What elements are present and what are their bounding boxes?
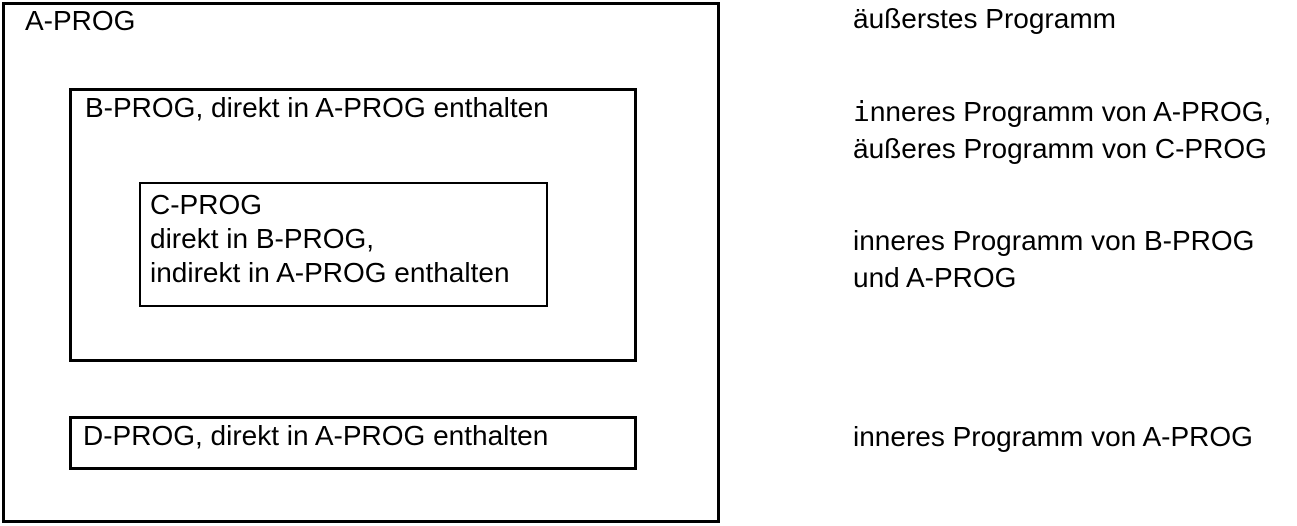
c-prog-label-line-2: direkt in B-PROG, xyxy=(150,223,375,254)
c-prog-box: C-PROG direkt in B-PROG, indirekt in A-P… xyxy=(139,182,548,307)
c-prog-label-line-1: C-PROG xyxy=(150,189,262,220)
annotation-c-prog-line-2: und A-PROG xyxy=(853,262,1017,293)
annotation-d-prog-line-1: inneres Programm von A-PROG xyxy=(853,421,1253,452)
annotation-b-prog-line-2: äußeres Programm von C-PROG xyxy=(853,133,1267,164)
b-prog-box: B-PROG, direkt in A-PROG enthalten C-PRO… xyxy=(69,88,637,362)
annotation-c-prog: inneres Programm von B-PROG und A-PROG xyxy=(853,222,1254,296)
c-prog-label-line-3: indirekt in A-PROG enthalten xyxy=(150,257,510,288)
d-prog-box: D-PROG, direkt in A-PROG enthalten xyxy=(69,416,637,470)
a-prog-box: A-PROG B-PROG, direkt in A-PROG enthalte… xyxy=(2,2,720,523)
a-prog-label: A-PROG xyxy=(25,5,136,36)
annotation-c-prog-line-1: inneres Programm von B-PROG xyxy=(853,225,1255,256)
b-prog-label: B-PROG, direkt in A-PROG enthalten xyxy=(85,92,549,123)
annotation-b-prog: inneres Programm von A-PROG, äußeres Pro… xyxy=(853,93,1271,167)
annotation-b-prog-line-1: inneres Programm von A-PROG, xyxy=(853,95,1272,128)
annotation-a-prog: äußerstes Programm xyxy=(853,0,1116,37)
annotation-a-prog-line-1: äußerstes Programm xyxy=(853,3,1116,34)
d-prog-label: D-PROG, direkt in A-PROG enthalten xyxy=(83,420,549,451)
annotation-d-prog: inneres Programm von A-PROG xyxy=(853,418,1253,455)
